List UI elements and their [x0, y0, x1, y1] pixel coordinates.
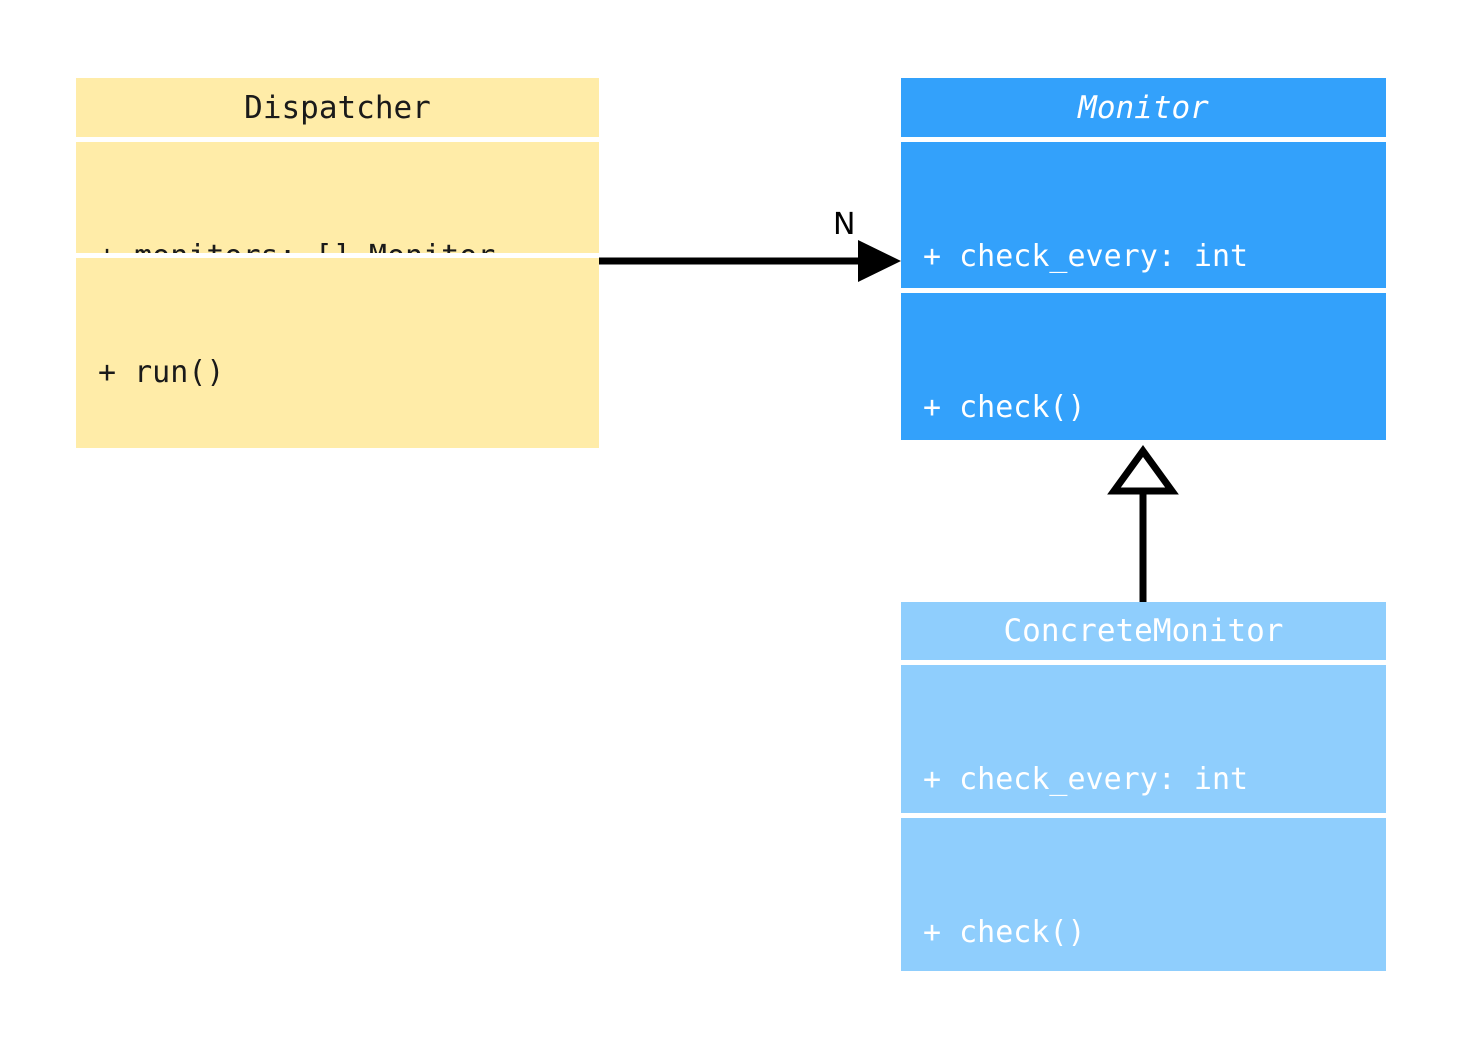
association-dispatcher-to-monitor	[599, 240, 901, 282]
hollow-triangle-icon	[1107, 445, 1179, 495]
methods-compartment-concrete-monitor: + check()	[901, 818, 1386, 971]
attributes-compartment-dispatcher: + monitors: [] Monitor	[76, 142, 599, 253]
class-name-dispatcher: Dispatcher	[76, 78, 599, 137]
uml-class-concrete-monitor[interactable]: ConcreteMonitor + check_every: int + che…	[901, 602, 1386, 971]
attribute-row: + monitors: [] Monitor	[98, 240, 599, 254]
class-name-concrete-monitor: ConcreteMonitor	[901, 602, 1386, 660]
filled-arrowhead-icon	[858, 240, 901, 282]
attribute-row: + check_every: int	[923, 762, 1249, 797]
method-row: + check()	[923, 915, 1086, 950]
attributes-compartment-concrete-monitor: + check_every: int	[901, 665, 1386, 813]
attributes-compartment-monitor: + check_every: int	[901, 142, 1386, 288]
uml-class-dispatcher[interactable]: Dispatcher + monitors: [] Monitor + run(…	[76, 78, 599, 448]
class-name-monitor: Monitor	[901, 78, 1386, 137]
method-row: + check()	[923, 390, 1086, 425]
methods-compartment-dispatcher: + run() + start() + stop()	[76, 258, 599, 448]
uml-class-monitor[interactable]: Monitor + check_every: int + check()	[901, 78, 1386, 440]
methods-compartment-monitor: + check()	[901, 293, 1386, 440]
inheritance-concrete-monitor-to-monitor	[1107, 445, 1179, 602]
attribute-row: + check_every: int	[923, 239, 1249, 274]
method-row: + run()	[98, 355, 225, 390]
association-multiplicity-label: N	[833, 207, 856, 242]
